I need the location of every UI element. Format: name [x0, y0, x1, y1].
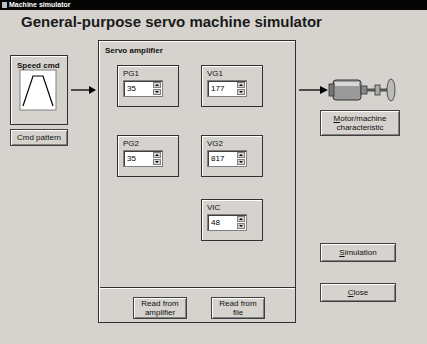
spin-down	[237, 89, 245, 95]
motor-illustration	[329, 79, 395, 101]
gain-field: VG1 177	[201, 65, 263, 107]
button-label: Simulation	[339, 248, 376, 257]
close-button: Close	[320, 283, 396, 302]
output-arrowhead	[320, 86, 328, 94]
characteristic-button: Motor/machine characteristic	[320, 110, 400, 136]
motor-endcap	[329, 84, 334, 96]
motor-flange	[361, 86, 367, 94]
button-label: Close	[348, 288, 368, 297]
parameter-name: VG1	[207, 69, 223, 78]
parameter-value: 177	[211, 84, 224, 93]
up-triangle	[155, 154, 159, 156]
button-label: Cmd pattern	[17, 133, 61, 142]
gain-field: VG2 817	[201, 135, 263, 177]
button-label: Read from file	[216, 299, 260, 317]
panel-divider-highlight	[99, 288, 295, 289]
spin-up	[153, 82, 161, 88]
simulation-button: Simulation	[320, 243, 396, 262]
read-button: Read from amplifier	[133, 297, 187, 319]
spin-down	[153, 159, 161, 165]
spin-down	[153, 89, 161, 95]
spin-field: 177	[207, 80, 247, 97]
motor-highlight	[335, 82, 359, 86]
panel-divider	[98, 287, 296, 288]
spin-field: 35	[123, 80, 163, 97]
gain-field: PG1 35	[117, 65, 179, 107]
output-arrow	[299, 89, 322, 90]
up-triangle	[239, 84, 243, 86]
spin-field: 817	[207, 150, 247, 167]
coupling	[375, 85, 380, 95]
load-shaft	[380, 89, 387, 92]
amplifier-panel: Servo amplifierPG135VG1177PG235VG2817VIC…	[98, 40, 296, 323]
spin-up	[237, 82, 245, 88]
up-triangle	[239, 218, 243, 220]
dialog-heading: General-purpose servo machine simulator	[21, 13, 322, 30]
down-triangle	[155, 161, 159, 163]
window-icon	[2, 2, 7, 8]
load-disk	[387, 79, 395, 101]
spin-field: 48	[207, 214, 247, 231]
command-panel: Speed cmd	[10, 55, 68, 125]
parameter-value: 817	[211, 154, 224, 163]
pattern-icon-frame	[20, 70, 56, 110]
spin-field: 35	[123, 150, 163, 167]
read-button: Read from file	[211, 297, 265, 319]
down-triangle	[155, 91, 159, 93]
panel-title: Speed cmd	[17, 61, 60, 70]
down-triangle	[239, 161, 243, 163]
button-label: Read from amplifier	[138, 299, 182, 317]
parameter-name: VIC	[207, 203, 220, 212]
up-triangle	[155, 84, 159, 86]
spin-down	[237, 223, 245, 229]
up-triangle	[239, 154, 243, 156]
gain-field: PG2 35	[117, 135, 179, 177]
panel-title: Servo amplifier	[105, 46, 163, 55]
parameter-name: PG1	[123, 69, 139, 78]
spin-up	[237, 216, 245, 222]
motor-body	[333, 80, 361, 100]
arrowhead	[89, 86, 96, 94]
parameter-value: 35	[127, 84, 136, 93]
parameter-name: VG2	[207, 139, 223, 148]
spin-down	[237, 159, 245, 165]
pattern-button: Cmd pattern	[10, 129, 68, 146]
trapezoid-pattern	[23, 76, 53, 106]
window-title: Machine simulator	[9, 0, 70, 10]
spin-up	[153, 152, 161, 158]
parameter-name: PG2	[123, 139, 139, 148]
down-triangle	[239, 91, 243, 93]
button-label: Motor/machine characteristic	[325, 114, 395, 132]
down-triangle	[239, 225, 243, 227]
gain-field: VIC 48	[201, 199, 263, 241]
spin-up	[237, 152, 245, 158]
signal-arrow	[71, 89, 90, 90]
parameter-value: 35	[127, 154, 136, 163]
parameter-value: 48	[211, 218, 220, 227]
motor-shaft	[367, 89, 375, 92]
